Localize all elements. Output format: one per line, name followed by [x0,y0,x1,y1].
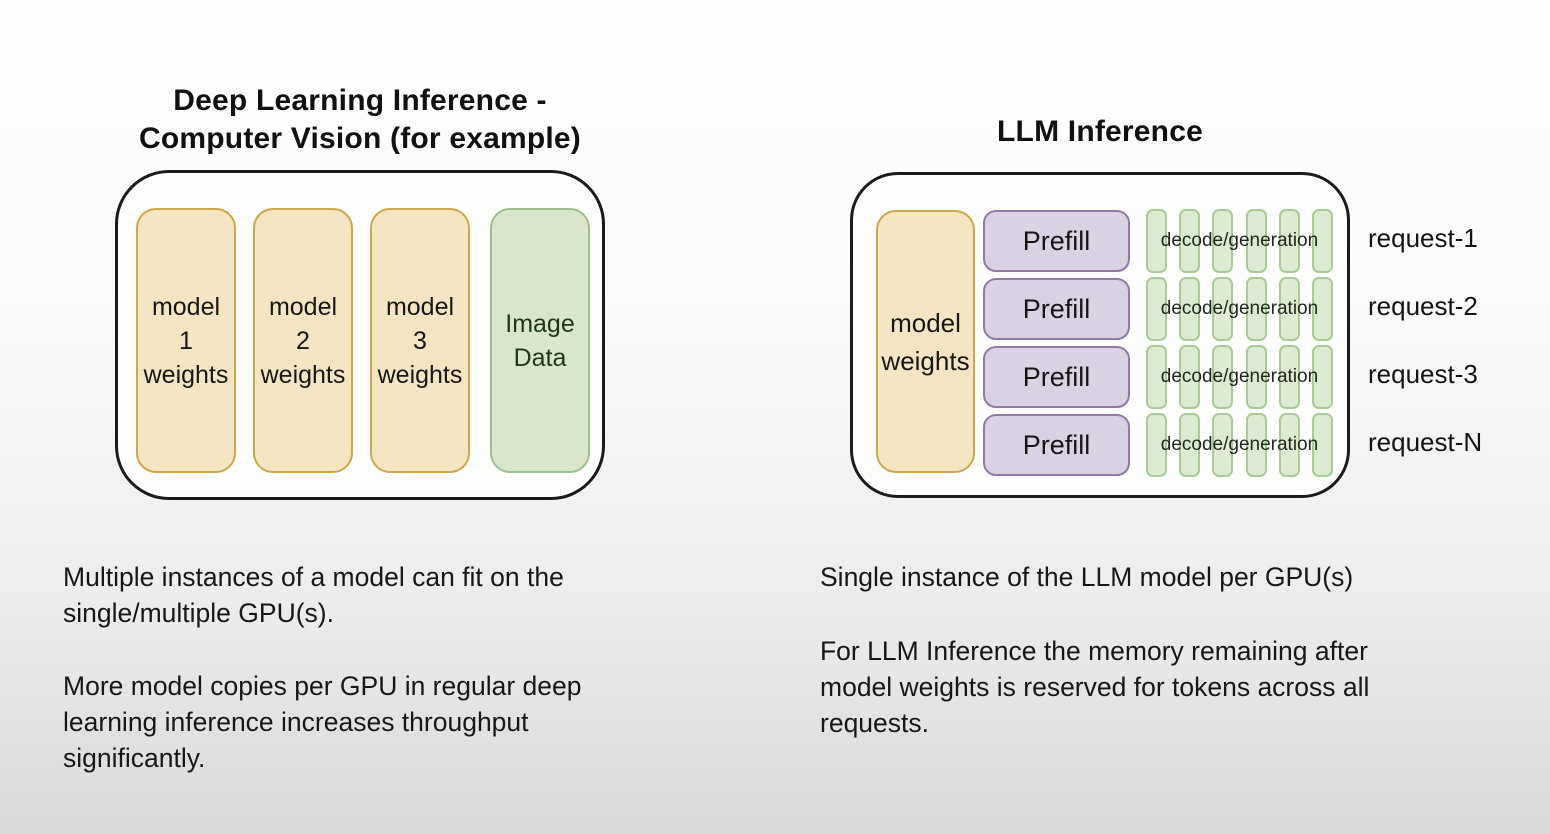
token-slot [1212,413,1234,477]
box-label-line: model [890,307,961,338]
token-slot [1146,345,1167,409]
token-slot [1278,345,1300,409]
box-label-line: 3 [413,326,427,355]
token-slot [1311,277,1333,341]
caption-line: significantly. [63,743,206,773]
prefill-box-4: Prefill [983,414,1130,476]
model-1-weights-box: model 1 weights [136,208,236,473]
caption-line: learning inference increases throughput [63,707,529,737]
token-slot [1212,209,1234,273]
box-label-line: 1 [179,326,193,355]
box-label-line: 2 [296,326,310,355]
token-slot [1179,413,1201,477]
token-slot [1179,277,1201,341]
right-diagram-title: LLM Inference [997,115,1203,148]
token-slot [1146,413,1167,477]
decode-generation-label: decode/generation [1160,230,1319,251]
prefill-box-2: Prefill [983,278,1130,340]
model-2-weights-box: model 2 weights [253,208,353,473]
token-slot [1179,209,1201,273]
token-slot [1278,277,1300,341]
caption-line: For LLM Inference the memory remaining a… [820,636,1368,666]
decode-generation-label: decode/generation [1160,434,1319,455]
box-label-line: model [151,292,221,321]
right-caption-1: Single instance of the LLM model per GPU… [820,559,1353,595]
prefill-box-1: Prefill [983,210,1130,272]
box-label-line: Image [505,309,575,338]
caption-line: single/multiple GPU(s). [63,598,334,628]
box-label-line: model [268,292,338,321]
box-label-line: Data [513,343,567,372]
request-3-label: request-3 [1368,358,1478,389]
caption-line: requests. [820,708,930,738]
decode-generation-group-2: decode/generation [1146,277,1333,341]
token-slot [1146,277,1167,341]
caption-line: model weights is reserved for tokens acr… [820,672,1370,702]
box-label-line: weights [377,360,463,389]
token-slot [1212,345,1234,409]
caption-line: Multiple instances of a model can fit on… [63,562,564,592]
right-caption-2: For LLM Inference the memory remaining a… [820,633,1369,741]
token-slot [1278,209,1300,273]
token-slot [1311,209,1333,273]
right-gpu-container: model weights Prefill Prefill Prefill Pr… [850,172,1350,498]
image-data-box: Image Data [490,208,590,473]
token-slot [1146,209,1167,273]
token-slot [1245,413,1267,477]
token-slot [1245,345,1267,409]
decode-generation-group-4: decode/generation [1146,413,1333,477]
token-slot [1311,345,1333,409]
left-caption-1: Multiple instances of a model can fit on… [63,559,564,631]
token-slot [1212,277,1234,341]
left-title-line1: Deep Learning Inference - [173,84,547,117]
decode-generation-group-3: decode/generation [1146,345,1333,409]
box-label-line: weights [881,345,970,376]
left-gpu-container: model 1 weights model 2 weights model 3 … [115,170,605,500]
request-n-label: request-N [1368,426,1483,457]
token-slot [1278,413,1300,477]
caption-line: More model copies per GPU in regular dee… [63,671,582,701]
decode-generation-label: decode/generation [1160,366,1319,387]
caption-line: Single instance of the LLM model per GPU… [820,562,1354,592]
request-2-label: request-2 [1368,290,1478,321]
box-label-line: weights [260,360,346,389]
prefill-box-3: Prefill [983,346,1130,408]
model-weights-box: model weights [876,210,975,473]
decode-generation-group-1: decode/generation [1146,209,1333,273]
box-label-line: weights [143,360,229,389]
model-3-weights-box: model 3 weights [370,208,470,473]
token-slot [1245,277,1267,341]
left-caption-2: More model copies per GPU in regular dee… [63,668,581,776]
decode-generation-label: decode/generation [1160,298,1319,319]
token-slot [1179,345,1201,409]
token-slot [1311,413,1333,477]
left-title-line2: Computer Vision (for example) [139,122,581,155]
left-diagram-title: Deep Learning Inference - Computer Visio… [85,82,635,158]
request-1-label: request-1 [1368,222,1478,253]
box-label-line: model [385,292,455,321]
token-slot [1245,209,1267,273]
